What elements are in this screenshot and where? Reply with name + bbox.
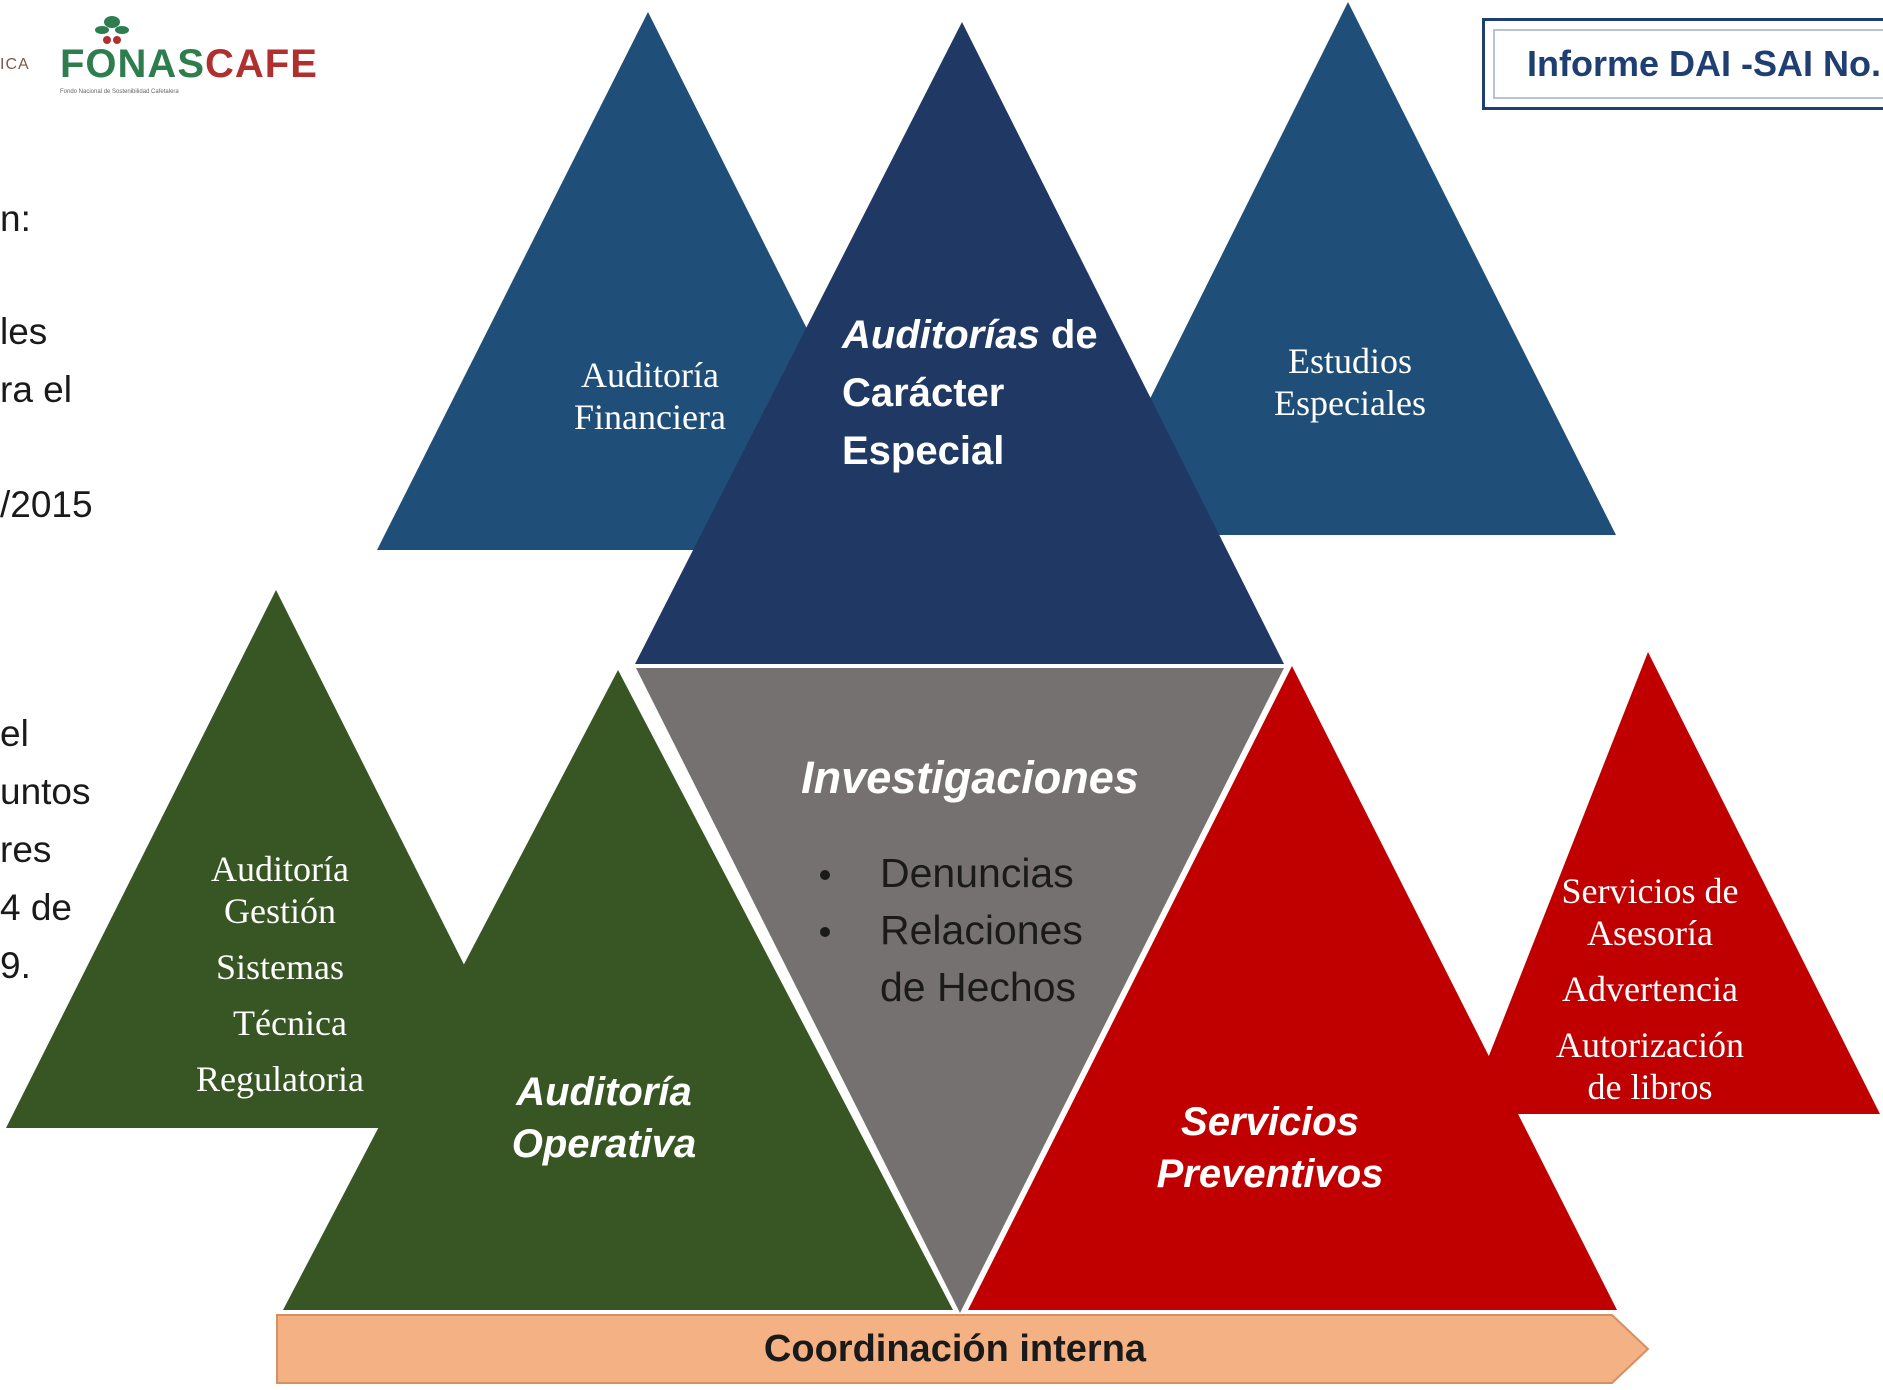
list-item: Denuncias xyxy=(820,845,1083,902)
auditorias-especial-triangle xyxy=(635,22,1284,664)
label-line: Operativa xyxy=(511,1122,697,1166)
bullet-icon xyxy=(820,870,830,880)
list-item: Relaciones de Hechos xyxy=(820,902,1083,1016)
side-text-fragment: les xyxy=(0,311,48,352)
servicios-asesoria-label: Servicios de Asesoría Advertencia Autori… xyxy=(1530,870,1770,1108)
label-line: Preventivos xyxy=(1156,1152,1384,1196)
label-line: Auditoría xyxy=(211,849,349,889)
label-line: Asesoría xyxy=(1587,913,1713,953)
list-item-text: de Hechos xyxy=(880,964,1077,1010)
label-line: Especial xyxy=(842,429,1005,473)
label-line: Especiales xyxy=(1274,383,1426,423)
label-line: Servicios de xyxy=(1561,871,1739,911)
label-line: Estudios xyxy=(1287,341,1412,381)
label-line: Auditorías de xyxy=(842,306,1162,364)
logo-name-left: FONAS xyxy=(60,42,205,86)
report-label: Informe DAI -SAI No. xyxy=(1493,29,1883,99)
logo-subtitle: Fondo Nacional de Sostenibilidad Cafetal… xyxy=(60,89,179,95)
logo: FONASCAFE xyxy=(60,42,318,87)
side-text-fragment: el xyxy=(0,713,29,754)
label-italic: Auditorías xyxy=(842,313,1040,357)
auditoria-operativa-triangle xyxy=(283,670,953,1310)
auditoria-gestion-triangle xyxy=(6,590,546,1128)
auditoria-operativa-label: Auditoría Operativa xyxy=(464,1066,744,1170)
label-line: Financiera xyxy=(574,397,726,437)
list-item-text: Relaciones xyxy=(880,907,1083,953)
auditorias-especial-label: Auditorías de Carácter Especial xyxy=(842,306,1162,480)
label-line: Carácter xyxy=(842,371,1005,415)
investigaciones-list: Denuncias Relaciones de Hechos xyxy=(820,845,1083,1016)
label-line: Auditoría xyxy=(516,1070,692,1114)
label-line: Sistemas xyxy=(215,947,344,987)
side-text-fragment: ra el xyxy=(0,369,72,410)
logo-name-right: CAFE xyxy=(205,42,318,86)
label-line: Advertencia xyxy=(1562,969,1738,1009)
report-label-box: Informe DAI -SAI No. xyxy=(1482,18,1883,110)
logo-fragment: ICA xyxy=(0,56,30,73)
coordinacion-arrow xyxy=(276,1314,1650,1384)
side-text-fragment: 4 de xyxy=(0,887,73,928)
list-item-text: Denuncias xyxy=(880,850,1074,896)
side-text-fragment: /2015 xyxy=(0,484,93,525)
label-line: Técnica xyxy=(233,1003,347,1043)
label-line: Gestión xyxy=(224,891,336,931)
label-line: Servicios xyxy=(1181,1100,1359,1144)
investigaciones-triangle xyxy=(636,668,1284,1313)
label-line: Regulatoria xyxy=(196,1059,364,1099)
label-line: de libros xyxy=(1587,1067,1713,1107)
label-line: Autorización xyxy=(1556,1025,1744,1065)
side-text-fragment: res xyxy=(0,829,52,870)
label-line: Auditoría xyxy=(581,355,719,395)
side-text-fragment: 9. xyxy=(0,945,31,986)
servicios-asesoria-triangle xyxy=(1466,652,1880,1114)
servicios-preventivos-label: Servicios Preventivos xyxy=(1120,1096,1420,1200)
side-text-fragment: n: xyxy=(0,198,31,239)
auditoria-financiera-label: Auditoría Financiera xyxy=(540,354,760,438)
coffee-plant-icon xyxy=(95,16,129,44)
side-text-fragment: untos xyxy=(0,771,91,812)
servicios-preventivos-triangle xyxy=(968,666,1617,1310)
coordinacion-label: Coordinación interna xyxy=(763,1328,1147,1370)
bullet-icon xyxy=(820,927,830,937)
auditoria-gestion-label: Auditoría Gestión Sistemas Técnica Regul… xyxy=(170,848,390,1100)
investigaciones-title: Investigaciones xyxy=(801,752,1139,803)
estudios-especiales-label: Estudios Especiales xyxy=(1240,340,1460,424)
estudios-especiales-triangle xyxy=(1082,2,1616,535)
label-rest: de xyxy=(1039,313,1098,357)
